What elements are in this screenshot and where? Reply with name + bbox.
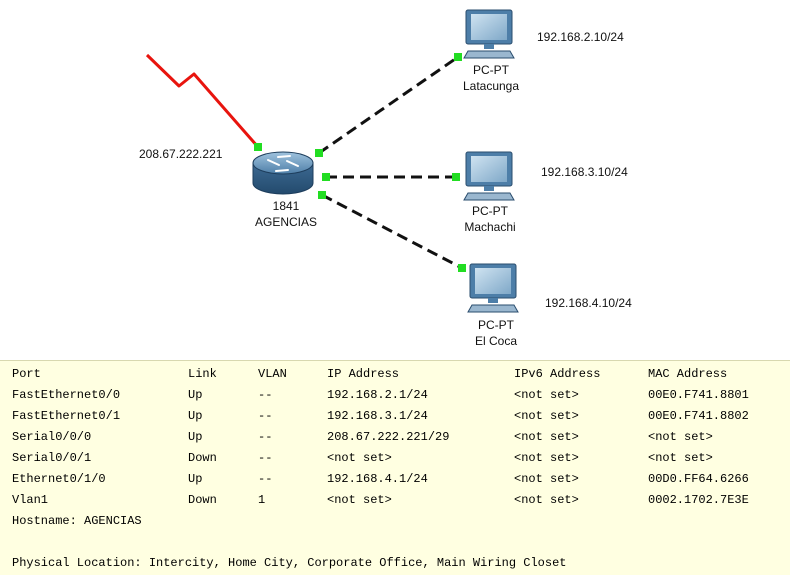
cell-vlan: -- — [258, 409, 273, 423]
cell-link: Up — [188, 472, 203, 486]
cell-ipv6: <not set> — [514, 451, 579, 465]
header-link: Link — [188, 367, 217, 381]
pc-label-el-coca[interactable]: PC-PT El Coca — [475, 317, 517, 349]
pc-icon[interactable] — [467, 263, 519, 313]
pc-icon[interactable] — [463, 151, 515, 201]
router-label[interactable]: 1841 AGENCIAS — [255, 198, 317, 230]
header-port: Port — [12, 367, 41, 381]
cell-link: Up — [188, 409, 203, 423]
physical-location-text: Physical Location: Intercity, Home City,… — [12, 556, 567, 570]
cell-ip: 192.168.4.1/24 — [327, 472, 428, 486]
header-mac-address: MAC Address — [648, 367, 728, 381]
port-table-header: Port Link VLAN IP Address IPv6 Address M… — [0, 367, 790, 385]
cell-vlan: 1 — [258, 493, 266, 507]
cell-port: Ethernet0/1/0 — [12, 472, 106, 486]
cell-mac: 00D0.FF64.6266 — [648, 472, 749, 486]
cell-port: Vlan1 — [12, 493, 49, 507]
table-row: Serial0/0/1 Down -- <not set> <not set> … — [0, 451, 790, 469]
ethernet-link-latacunga[interactable] — [318, 55, 459, 155]
pc-type: PC-PT — [471, 204, 508, 218]
pc-icon[interactable] — [463, 9, 515, 59]
header-vlan: VLAN — [258, 367, 287, 381]
cell-ip: 192.168.3.1/24 — [327, 409, 428, 423]
pc-name: Latacunga — [462, 79, 520, 93]
link-status-dot — [454, 53, 462, 61]
cell-ipv6: <not set> — [514, 409, 579, 423]
pc-label-latacunga[interactable]: PC-PT Latacunga — [463, 62, 519, 94]
cell-link: Down — [188, 451, 217, 465]
cell-mac: 00E0.F741.8801 — [648, 388, 749, 402]
pc-ip-label: 192.168.2.10/24 — [537, 30, 624, 44]
router-icon[interactable] — [252, 151, 314, 195]
link-status-dot — [254, 143, 262, 151]
cell-ipv6: <not set> — [514, 430, 579, 444]
cell-ip: 208.67.222.221/29 — [327, 430, 450, 444]
cell-port: FastEthernet0/0 — [12, 388, 121, 402]
network-topology — [145, 9, 519, 313]
cell-port: Serial0/0/0 — [12, 430, 92, 444]
cell-port: FastEthernet0/1 — [12, 409, 121, 423]
cell-ipv6: <not set> — [514, 493, 579, 507]
table-row: Ethernet0/1/0 Up -- 192.168.4.1/24 <not … — [0, 472, 790, 490]
cell-vlan: -- — [258, 451, 273, 465]
cell-ip: <not set> — [327, 451, 392, 465]
cell-mac: <not set> — [648, 430, 713, 444]
table-row: FastEthernet0/1 Up -- 192.168.3.1/24 <no… — [0, 409, 790, 427]
cell-ip: 192.168.2.1/24 — [327, 388, 428, 402]
pc-ip-label: 192.168.3.10/24 — [541, 165, 628, 179]
header-ip-address: IP Address — [327, 367, 400, 381]
link-status-dot — [452, 173, 460, 181]
pc-type: PC-PT — [478, 318, 514, 332]
link-status-dot — [458, 264, 466, 272]
cell-vlan: -- — [258, 472, 273, 486]
hostname-text: Hostname: AGENCIAS — [12, 514, 142, 528]
cell-mac: <not set> — [648, 451, 713, 465]
link-status-dot — [322, 173, 330, 181]
pc-name: El Coca — [474, 334, 518, 348]
cell-link: Down — [188, 493, 217, 507]
cell-link: Up — [188, 430, 203, 444]
cell-vlan: -- — [258, 388, 273, 402]
router-wan-ip-label: 208.67.222.221 — [139, 147, 223, 161]
table-row: Serial0/0/0 Up -- 208.67.222.221/29 <not… — [0, 430, 790, 448]
cell-ipv6: <not set> — [514, 388, 579, 402]
link-status-dot — [315, 149, 323, 157]
ethernet-link-el-coca[interactable] — [321, 193, 463, 270]
link-status-dot — [318, 191, 326, 199]
pc-ip-label: 192.168.4.10/24 — [545, 296, 632, 310]
pc-label-machachi[interactable]: PC-PT Machachi — [464, 203, 515, 235]
header-ipv6-address: IPv6 Address — [514, 367, 601, 381]
router-name: AGENCIAS — [254, 215, 318, 229]
cell-vlan: -- — [258, 430, 273, 444]
router-model: 1841 — [272, 199, 300, 213]
serial-link[interactable] — [145, 53, 260, 148]
cell-mac: 00E0.F741.8802 — [648, 409, 749, 423]
table-row: FastEthernet0/0 Up -- 192.168.2.1/24 <no… — [0, 388, 790, 406]
cell-link: Up — [188, 388, 203, 402]
cell-port: Serial0/0/1 — [12, 451, 92, 465]
cell-ipv6: <not set> — [514, 472, 579, 486]
cell-mac: 0002.1702.7E3E — [648, 493, 749, 507]
cell-ip: <not set> — [327, 493, 392, 507]
device-info-panel: Port Link VLAN IP Address IPv6 Address M… — [0, 360, 790, 575]
table-row: Vlan1 Down 1 <not set> <not set> 0002.17… — [0, 493, 790, 511]
pc-name: Machachi — [464, 220, 516, 234]
pc-type: PC-PT — [473, 63, 509, 77]
